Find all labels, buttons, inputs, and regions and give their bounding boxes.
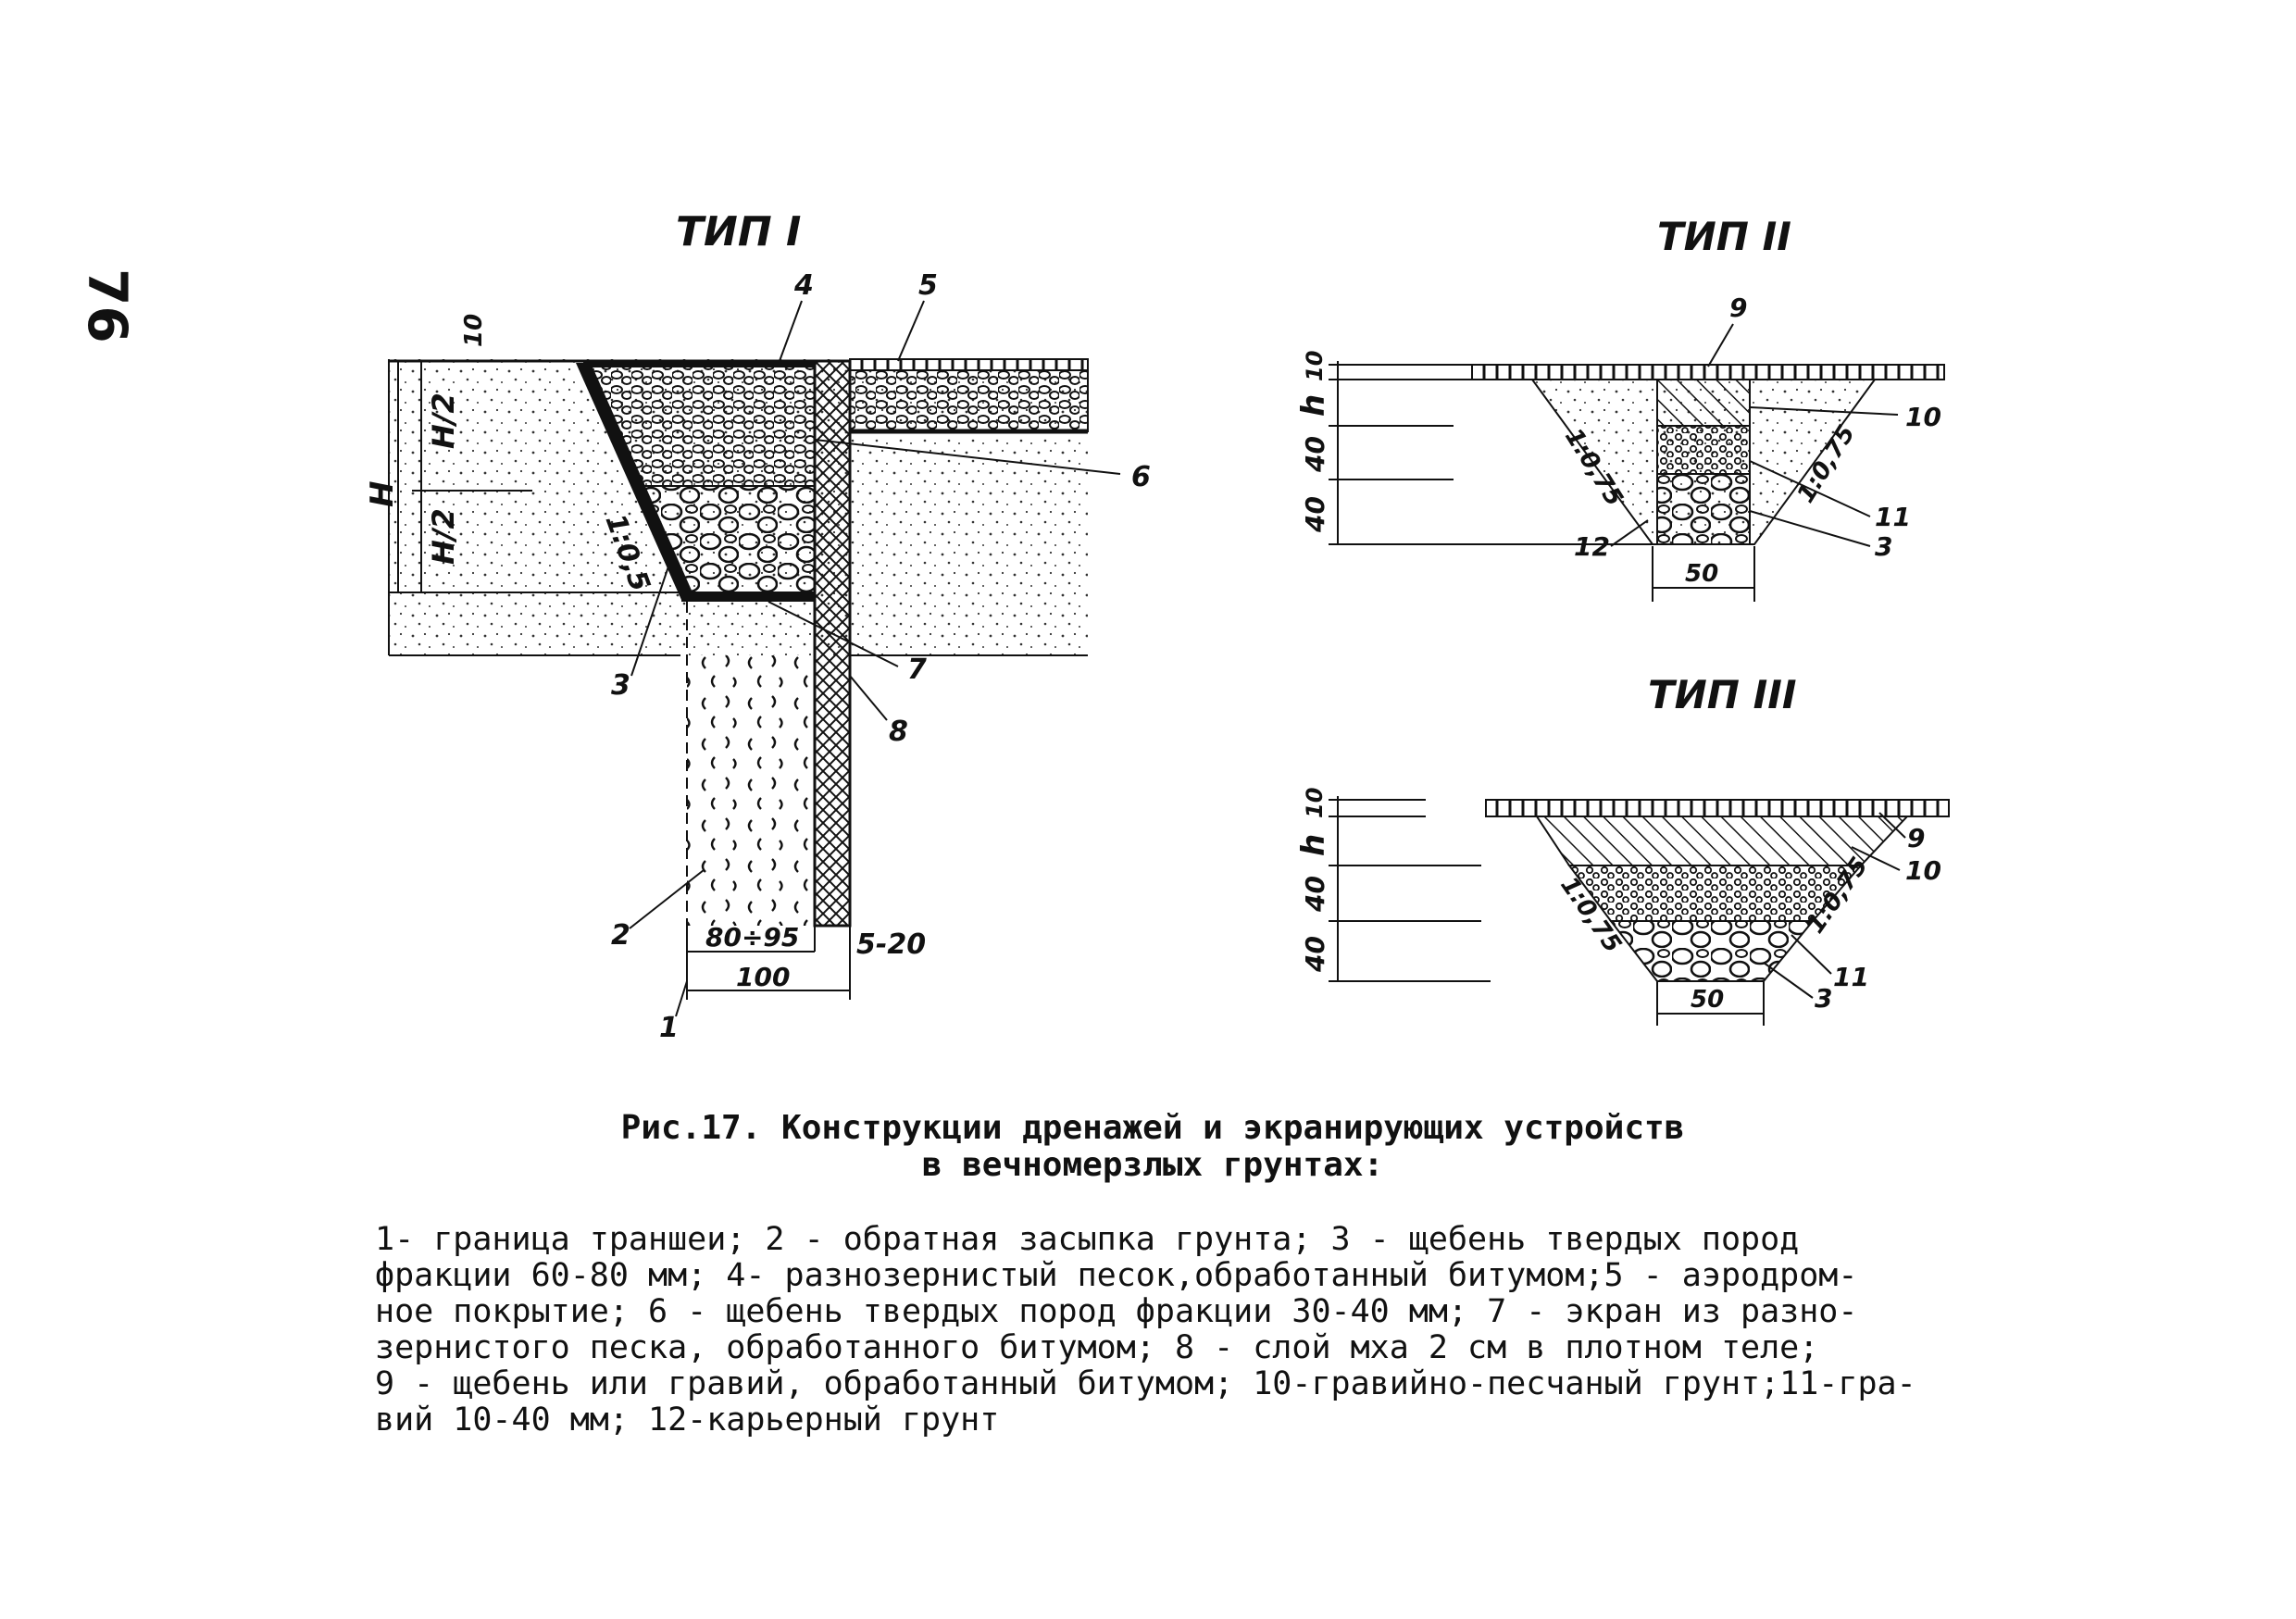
type2-leader-12 bbox=[1610, 519, 1649, 547]
type1-moss-layer bbox=[813, 359, 852, 928]
type3-dim-h: h bbox=[1295, 834, 1332, 856]
type2-callout-3: 3 bbox=[1875, 531, 1892, 562]
type1-callout-6: 6 bbox=[1131, 461, 1151, 493]
legend-line: 9 - щебень или гравий, обработанный биту… bbox=[375, 1365, 1916, 1402]
type3-leader-11 bbox=[1791, 934, 1832, 975]
type1-leader-5 bbox=[897, 300, 925, 362]
drainage-diagram: ТИП I bbox=[364, 208, 1950, 1044]
legend-line: вий 10-40 мм; 12-карьерный грунт bbox=[375, 1401, 1000, 1438]
type3-leader-10 bbox=[1851, 846, 1901, 871]
type3-callout-11: 11 bbox=[1833, 962, 1869, 992]
type2-pavement bbox=[1471, 364, 1945, 380]
type1-label-half-h-bottom: H/2 bbox=[426, 508, 461, 565]
figure-caption-line1: Рис.17. Конструкции дренажей и экранирую… bbox=[620, 1109, 1685, 1147]
type1-label-inner: 80÷95 bbox=[705, 922, 799, 953]
type1-leader-4 bbox=[779, 300, 803, 362]
type2-leader-10 bbox=[1749, 406, 1899, 416]
type1-callout-5: 5 bbox=[918, 269, 938, 302]
type2-leader-9 bbox=[1707, 323, 1734, 367]
type1-callout-8: 8 bbox=[889, 716, 908, 748]
type1-screen-slope bbox=[576, 363, 693, 600]
type1-leader-6 bbox=[814, 439, 1121, 475]
type3-bottom-label: 50 bbox=[1691, 986, 1724, 1014]
type3-dim-10: 10 bbox=[1302, 788, 1328, 818]
legend-line: ное покрытие; 6 - щебень твердых пород ф… bbox=[375, 1293, 1858, 1330]
type1-callout-4: 4 bbox=[793, 269, 814, 302]
type2-dim-40a: 40 bbox=[1300, 436, 1330, 473]
type2-layer-3 bbox=[1656, 473, 1751, 545]
legend-line: 1- граница траншеи; 2 - обратная засыпка… bbox=[375, 1221, 1800, 1258]
type1-label-top-thickness: 10 bbox=[460, 314, 488, 347]
type3-callout-9: 9 bbox=[1907, 823, 1925, 853]
type2-dim-10: 10 bbox=[1302, 351, 1328, 381]
type1-leader-1 bbox=[675, 980, 688, 1017]
type2-leader-3 bbox=[1749, 510, 1871, 547]
type2-callout-10: 10 bbox=[1905, 402, 1941, 432]
type3-layer-3 bbox=[1608, 920, 1816, 982]
type1-callout-1: 1 bbox=[659, 1012, 679, 1044]
type3-dim-40b: 40 bbox=[1300, 936, 1330, 973]
type2-drawing: ТИП II 10 h 40 40 1:0,75 1:0,75 50 9 10 bbox=[1295, 214, 1945, 602]
type1-leader-2 bbox=[629, 869, 705, 929]
type2-layer-10 bbox=[1656, 379, 1751, 427]
type3-leader-3 bbox=[1763, 962, 1814, 999]
type2-dim-h: h bbox=[1295, 394, 1332, 417]
type2-leader-11 bbox=[1749, 460, 1871, 517]
type1-pavement-crust bbox=[849, 358, 1089, 371]
type1-label-moss: 5-20 bbox=[856, 928, 926, 961]
figure-caption-line2: в вечномерзлых грунтах: bbox=[921, 1146, 1384, 1184]
type2-dim-40b: 40 bbox=[1300, 496, 1330, 533]
legend: 1- граница траншеи; 2 - обратная засыпка… bbox=[375, 1222, 2004, 1438]
type1-backfill bbox=[687, 655, 815, 926]
type1-pavement-gravel bbox=[849, 369, 1089, 432]
type1-leader-7 bbox=[767, 601, 899, 667]
type2-callout-11: 11 bbox=[1875, 502, 1911, 532]
legend-line: зернистого песка, обработанного битумом;… bbox=[375, 1329, 1819, 1366]
type3-callout-3: 3 bbox=[1815, 983, 1832, 1014]
type3-drawing: ТИП III 10 h 40 40 1:0,75 1:0,75 50 9 10 bbox=[1295, 672, 1950, 1026]
type1-callout-7: 7 bbox=[907, 654, 927, 686]
type3-callout-10: 10 bbox=[1905, 855, 1941, 886]
type2-layer-11 bbox=[1656, 425, 1751, 475]
type1-label-half-h-top: H/2 bbox=[426, 392, 461, 449]
type1-callout-3: 3 bbox=[611, 669, 630, 702]
type2-callout-9: 9 bbox=[1729, 293, 1747, 323]
type2-callout-12: 12 bbox=[1574, 531, 1610, 562]
type2-title: ТИП II bbox=[1657, 214, 1791, 259]
type1-callout-2: 2 bbox=[611, 919, 630, 952]
type3-title: ТИП III bbox=[1648, 672, 1796, 717]
type1-screen-bottom bbox=[681, 592, 815, 602]
type1-label-h: H bbox=[364, 481, 401, 507]
type1-label-outer: 100 bbox=[736, 962, 790, 992]
type3-dim-40a: 40 bbox=[1300, 876, 1330, 913]
type1-leader-3 bbox=[630, 566, 669, 677]
type2-bottom-label: 50 bbox=[1685, 560, 1718, 588]
type1-title: ТИП I bbox=[676, 208, 801, 255]
type1-leader-8 bbox=[849, 675, 888, 721]
type3-leader-9 bbox=[1878, 812, 1906, 839]
type1-drawing: ТИП I bbox=[364, 208, 1151, 1044]
legend-line: фракции 60-80 мм; 4- разнозернистый песо… bbox=[375, 1257, 1858, 1294]
